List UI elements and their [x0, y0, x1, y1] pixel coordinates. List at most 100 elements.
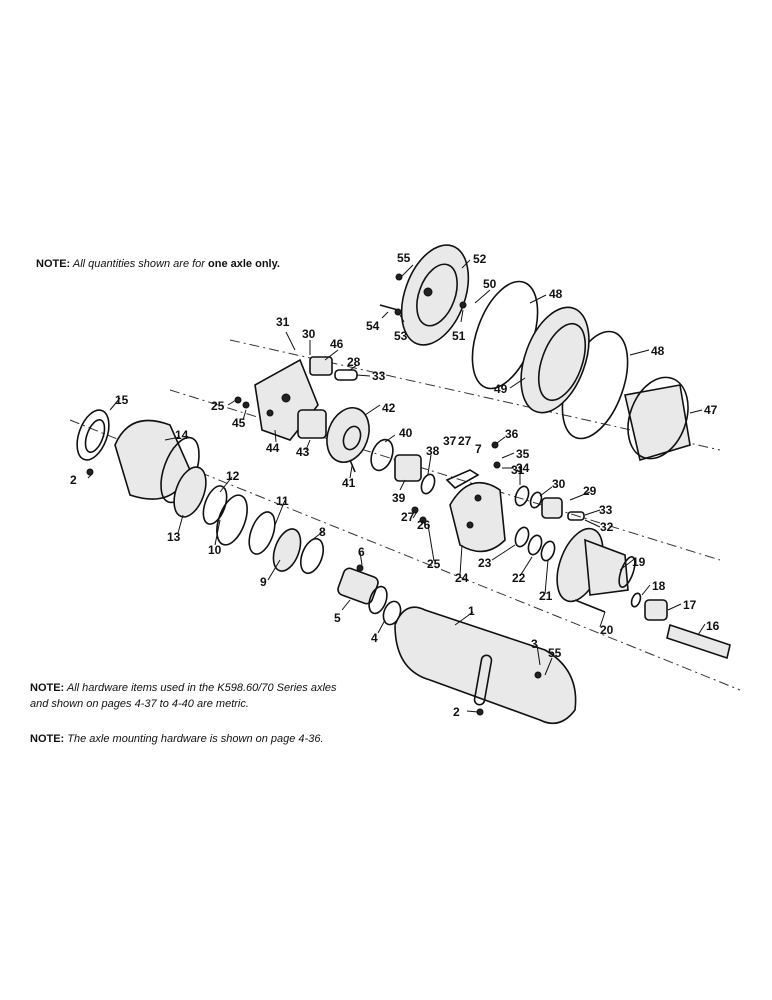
callout-48-right: 48	[651, 344, 665, 358]
callout-30-right: 30	[552, 477, 566, 491]
note-text: All quantities shown are for	[70, 258, 209, 270]
callout-25-left: 25	[211, 399, 225, 413]
callout-14: 14	[175, 428, 189, 442]
callout-labels: 55 52 50 48 54 53 51 31 30 46 28 33 49 4…	[70, 251, 720, 719]
callout-43: 43	[296, 445, 310, 459]
callout-51: 51	[452, 329, 466, 343]
part-hub-42	[326, 407, 370, 463]
callout-38: 38	[426, 444, 440, 458]
callout-25-low: 25	[427, 557, 441, 571]
note-label: NOTE:	[30, 682, 65, 694]
callout-23: 23	[478, 556, 492, 570]
callout-47: 47	[704, 403, 718, 417]
part-pin-28	[334, 369, 358, 381]
callout-55-low: 55	[548, 646, 562, 660]
callout-36: 36	[505, 427, 519, 441]
callout-19: 19	[632, 555, 646, 569]
note-text: The axle mounting hardware is shown on p…	[64, 733, 324, 745]
part-rings-23-21	[514, 526, 556, 562]
part-ring-38	[420, 473, 436, 495]
note-label: NOTE:	[36, 258, 71, 270]
callout-12: 12	[226, 469, 240, 483]
part-bearings-left	[173, 466, 325, 575]
part-ring-18	[630, 592, 642, 608]
callout-31-left: 31	[276, 315, 290, 329]
callout-4: 4	[371, 631, 378, 645]
callout-46: 46	[330, 337, 344, 351]
callout-10: 10	[208, 543, 222, 557]
callout-31-right: 31	[511, 463, 525, 477]
callout-2-left: 2	[70, 473, 77, 487]
part-axle-shaft-16	[666, 623, 731, 660]
callout-13: 13	[167, 530, 181, 544]
note-hardware-metric-line2: and shown on pages 4-37 to 4-40 are metr…	[30, 698, 249, 710]
part-spindle-5	[337, 567, 402, 626]
callout-17: 17	[683, 598, 697, 612]
part-ring-gear-49	[520, 306, 590, 414]
callout-15: 15	[115, 393, 129, 407]
callout-45: 45	[232, 416, 246, 430]
note-quantities: NOTE: All quantities shown are for one a…	[36, 258, 280, 270]
callout-55-top: 55	[397, 251, 411, 265]
callout-20: 20	[600, 623, 614, 637]
note-text: and shown on pages 4-37 to 4-40 are metr…	[30, 698, 249, 710]
part-hardware-left	[86, 273, 501, 716]
callout-39: 39	[392, 491, 406, 505]
callout-44: 44	[266, 441, 280, 455]
callout-33-top: 33	[372, 369, 386, 383]
callout-30-left: 30	[302, 327, 316, 341]
part-axle-housing-1	[394, 606, 577, 725]
callout-11: 11	[276, 494, 289, 508]
note-label: NOTE:	[30, 733, 65, 745]
callout-29: 29	[583, 484, 597, 498]
callout-27-low: 27	[401, 510, 415, 524]
part-planet-gear-46	[309, 356, 333, 376]
part-ring-40	[370, 438, 394, 472]
note-mounting-hardware: NOTE: The axle mounting hardware is show…	[30, 733, 324, 745]
callout-41: 41	[342, 476, 356, 490]
note-emphasis: one axle only.	[208, 258, 280, 270]
leader-lines	[87, 259, 706, 713]
callout-1: 1	[468, 604, 475, 618]
note-hardware-metric: NOTE: All hardware items used in the K59…	[30, 682, 337, 694]
note-text: All hardware items used in the K598.60/7…	[64, 682, 337, 694]
callout-52: 52	[473, 252, 487, 266]
callout-26: 26	[417, 518, 431, 532]
callout-37: 37	[443, 434, 457, 448]
callout-40: 40	[399, 426, 413, 440]
part-bolt-20	[574, 599, 606, 613]
callout-42: 42	[382, 401, 396, 415]
callout-54: 54	[366, 319, 380, 333]
callout-53: 53	[394, 329, 408, 343]
callout-50: 50	[483, 277, 497, 291]
part-bracket-7	[445, 469, 480, 489]
callout-24: 24	[455, 571, 469, 585]
part-bearing-17	[644, 599, 668, 621]
part-planet-gear-39	[394, 454, 422, 482]
callout-9: 9	[260, 575, 267, 589]
part-wheel-flange-19	[556, 527, 636, 603]
part-small-right	[514, 485, 585, 521]
callout-33-low: 33	[599, 503, 613, 517]
part-seal-15	[76, 409, 110, 461]
callout-8: 8	[319, 525, 326, 539]
callout-22: 22	[512, 571, 526, 585]
part-ring-gear-47	[624, 376, 691, 462]
callout-2-low: 2	[453, 705, 460, 719]
part-sun-gear-43	[297, 409, 327, 439]
callout-7: 7	[475, 442, 482, 456]
callout-48-top: 48	[549, 287, 563, 301]
callout-21: 21	[539, 589, 553, 603]
callout-27-top: 27	[458, 434, 472, 448]
callout-35: 35	[516, 447, 530, 461]
callout-16: 16	[706, 619, 720, 633]
callout-32: 32	[600, 520, 614, 534]
callout-5: 5	[334, 611, 341, 625]
callout-49: 49	[494, 382, 508, 396]
part-carrier-24	[449, 481, 506, 553]
callout-3: 3	[531, 637, 538, 651]
callout-34: 34	[516, 461, 530, 475]
callout-28: 28	[347, 355, 361, 369]
